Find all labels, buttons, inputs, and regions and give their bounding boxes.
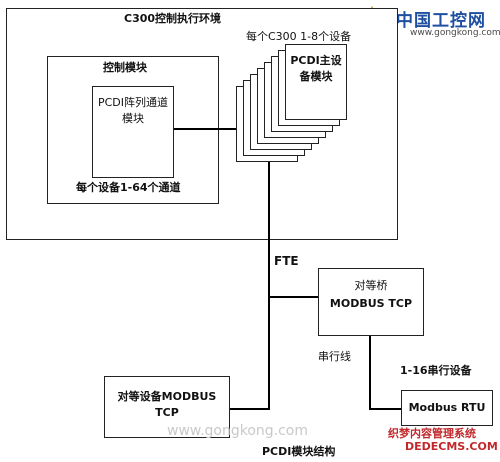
peer-bridge-title: 对等桥 (354, 279, 388, 292)
modbus-rtu-label: Modbus RTU (408, 401, 486, 414)
serial-device-count-label: 1-16串行设备 (400, 364, 472, 377)
peer-bridge-protocol: MODBUS TCP (329, 297, 413, 310)
controller-count-label: 每个C300 1-8个设备 (246, 30, 352, 43)
fte-label: FTE (274, 254, 299, 268)
pcdi-master-front-box: PCDI主设备模块 (285, 44, 347, 120)
control-module-title: 控制模块 (103, 61, 147, 74)
channel-count-label: 每个设备1-64个通道 (76, 181, 181, 194)
peer-bridge-box: 对等桥 MODBUS TCP (318, 268, 424, 336)
watermark-site-cn: 织梦内容管理系统 (388, 427, 476, 440)
array-to-master-wire (174, 128, 236, 130)
peer-device-box: 对等设备MODBUS TCP (104, 376, 230, 438)
peer-device-label: 对等设备MODBUS TCP (117, 390, 217, 419)
watermark-url: www.gongkong.com (167, 423, 309, 439)
fte-to-peer-device-wire (230, 408, 270, 410)
environment-title: C300控制执行环境 (124, 12, 222, 25)
logo-brand-text: 中国工控网 (396, 11, 486, 31)
modbus-rtu-box: Modbus RTU (401, 390, 493, 426)
pcdi-array-module-box: PCDI阵列通道模块 (92, 86, 174, 178)
pcdi-array-module-label: PCDI阵列通道模块 (97, 96, 169, 125)
watermark-site-en: DEDECMS.COM (405, 440, 498, 453)
master-to-fte-wire (268, 162, 270, 410)
diagram-caption: PCDI模块结构 (262, 445, 336, 458)
pcdi-master-label: PCDI主设备模块 (290, 54, 342, 83)
logo-url-text: www.gongkong.com (410, 28, 500, 38)
serial-line-label: 串行线 (318, 350, 351, 363)
serial-vertical-wire (369, 336, 371, 410)
serial-to-rtu-wire (369, 408, 401, 410)
fte-to-bridge-wire (268, 296, 318, 298)
